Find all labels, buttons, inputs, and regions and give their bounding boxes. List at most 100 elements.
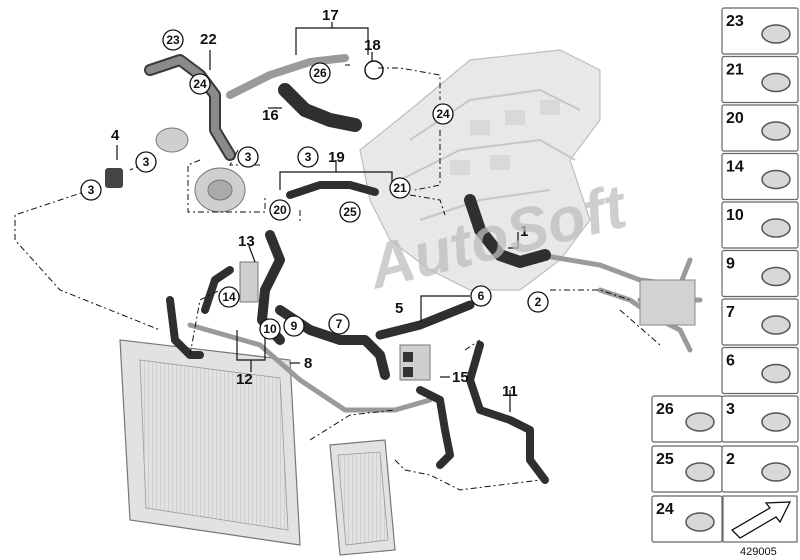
o-ring-icon bbox=[364, 60, 384, 80]
side-cell-6: 6 bbox=[721, 346, 799, 395]
label-18: 18 bbox=[364, 37, 381, 54]
side-cell-10: 10 bbox=[721, 201, 799, 249]
arrow-icon bbox=[730, 501, 792, 539]
thermostat-housing bbox=[155, 127, 189, 153]
part-glyph-icon bbox=[761, 169, 791, 190]
valve-block-15 bbox=[399, 344, 431, 381]
part-glyph-icon bbox=[761, 72, 791, 93]
side-cell-number: 20 bbox=[726, 110, 744, 127]
label-8: 8 bbox=[304, 355, 312, 372]
aux-radiator bbox=[329, 439, 396, 556]
callout-text: 24 bbox=[193, 77, 207, 91]
part-glyph-icon bbox=[685, 412, 715, 432]
bracket-13 bbox=[239, 261, 259, 303]
part-glyph-icon bbox=[761, 315, 791, 335]
label-16: 16 bbox=[262, 107, 279, 124]
callout-text: 21 bbox=[393, 181, 407, 195]
side-cell-2: 2 bbox=[721, 445, 799, 493]
side-cell-number: 23 bbox=[726, 13, 744, 30]
callout-text: 2 bbox=[535, 295, 542, 309]
part-labels: 17 18 22 16 19 4 1 13 5 12 8 15 11 bbox=[111, 7, 528, 400]
callout-23: 23 bbox=[162, 29, 184, 51]
side-cell-23: 23 bbox=[721, 7, 799, 55]
label-12: 12 bbox=[236, 371, 253, 388]
part-glyph-icon bbox=[761, 412, 791, 432]
side-cell-9: 9 bbox=[721, 249, 799, 298]
side-cell-24: 24 bbox=[651, 495, 723, 543]
label-19: 19 bbox=[328, 149, 345, 166]
label-15: 15 bbox=[452, 369, 469, 386]
side-cell-number: 24 bbox=[656, 501, 674, 518]
callout-7: 7 bbox=[328, 313, 350, 335]
dashed-lines bbox=[14, 64, 661, 491]
side-cell-21: 21 bbox=[721, 55, 799, 104]
side-cell-number: 6 bbox=[726, 353, 735, 370]
callout-24: 24 bbox=[189, 73, 211, 95]
part-glyph-icon bbox=[761, 266, 791, 287]
engine-block bbox=[359, 49, 601, 291]
side-cell-3: 3 bbox=[721, 395, 799, 443]
side-cell-number: 25 bbox=[656, 451, 674, 468]
side-cell-number: 21 bbox=[726, 62, 744, 79]
part-glyph-icon bbox=[761, 121, 791, 141]
side-cell-25: 25 bbox=[651, 445, 723, 493]
callout-26: 26 bbox=[309, 62, 331, 84]
callout-text: 3 bbox=[245, 150, 252, 164]
side-cell-number: 14 bbox=[726, 159, 744, 176]
side-cell-26: 26 bbox=[651, 395, 723, 443]
side-panel: 23 21 20 14 10 9 7 6 26 3 25 2 24 bbox=[651, 7, 799, 543]
side-cell-number: 3 bbox=[726, 401, 735, 418]
side-cell-7: 7 bbox=[721, 298, 799, 346]
callout-20: 20 bbox=[269, 199, 291, 221]
callout-10: 10 bbox=[259, 318, 281, 340]
callout-text: 3 bbox=[88, 183, 95, 197]
direction-arrow-box bbox=[722, 495, 798, 543]
side-cell-14: 14 bbox=[721, 152, 799, 201]
callout-2: 2 bbox=[527, 291, 549, 313]
callout-9: 9 bbox=[283, 315, 305, 337]
label-1: 1 bbox=[520, 223, 528, 240]
side-cell-number: 9 bbox=[726, 256, 735, 273]
callout-text: 23 bbox=[166, 33, 180, 47]
callout-14: 14 bbox=[218, 286, 240, 308]
callout-25: 25 bbox=[339, 201, 361, 223]
leader-lines bbox=[116, 22, 519, 412]
main-radiator bbox=[119, 339, 301, 546]
callout-text: 3 bbox=[143, 155, 150, 169]
side-cell-number: 7 bbox=[726, 304, 735, 321]
callout-text: 9 bbox=[291, 319, 298, 333]
circled-callouts: 23 24 26 24 3 3 3 3 21 20 25 6 2 14 10 9… bbox=[80, 29, 549, 340]
label-22: 22 bbox=[200, 31, 217, 48]
callout-3: 3 bbox=[135, 151, 157, 173]
callout-21: 21 bbox=[389, 177, 411, 199]
water-pump bbox=[194, 167, 246, 213]
callout-text: 26 bbox=[313, 66, 327, 80]
callout-text: 24 bbox=[436, 107, 450, 121]
bracket-part bbox=[639, 279, 696, 326]
side-cell-number: 2 bbox=[726, 451, 735, 468]
part-glyph-icon bbox=[685, 512, 715, 532]
callout-text: 6 bbox=[478, 289, 485, 303]
part-glyph-icon bbox=[761, 462, 791, 482]
label-17: 17 bbox=[322, 7, 339, 24]
callout-6: 6 bbox=[470, 285, 492, 307]
callout-text: 25 bbox=[343, 205, 357, 219]
part-glyph-icon bbox=[761, 218, 791, 238]
callout-text: 20 bbox=[273, 203, 287, 217]
side-cell-number: 26 bbox=[656, 401, 674, 418]
callout-24: 24 bbox=[432, 103, 454, 125]
label-4: 4 bbox=[111, 127, 120, 144]
sensor-part-4 bbox=[105, 168, 123, 188]
callout-text: 10 bbox=[263, 322, 277, 336]
side-cell-number: 10 bbox=[726, 207, 744, 224]
label-5: 5 bbox=[395, 300, 403, 317]
callout-3: 3 bbox=[297, 146, 319, 168]
callout-3: 3 bbox=[237, 146, 259, 168]
label-13: 13 bbox=[238, 233, 255, 250]
part-glyph-icon bbox=[761, 363, 791, 384]
callout-text: 14 bbox=[222, 290, 236, 304]
label-11: 11 bbox=[502, 383, 518, 400]
part-glyph-icon bbox=[685, 462, 715, 482]
callout-3: 3 bbox=[80, 179, 102, 201]
